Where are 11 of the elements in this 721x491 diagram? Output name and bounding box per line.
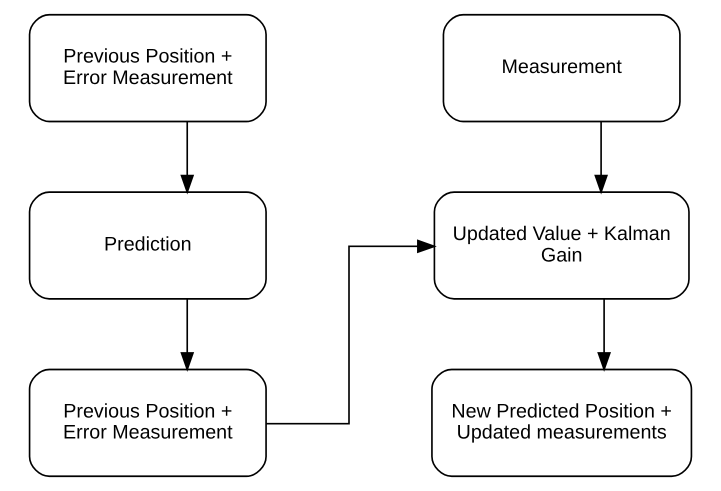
arrow [180, 122, 194, 194]
node-box: Updated Value + Kalman Gain [434, 191, 690, 300]
arrow [597, 299, 612, 372]
node-box: Previous Position + Error Measurement [28, 14, 267, 122]
node-box: Prediction [28, 191, 267, 300]
arrow [266, 239, 437, 425]
arrow [180, 299, 194, 372]
arrow [594, 122, 608, 194]
node-box: Previous Position + Error Measurement [28, 368, 267, 478]
node-box: Measurement [442, 14, 681, 122]
node-box: New Predicted Position + Updated measurements [431, 368, 692, 478]
